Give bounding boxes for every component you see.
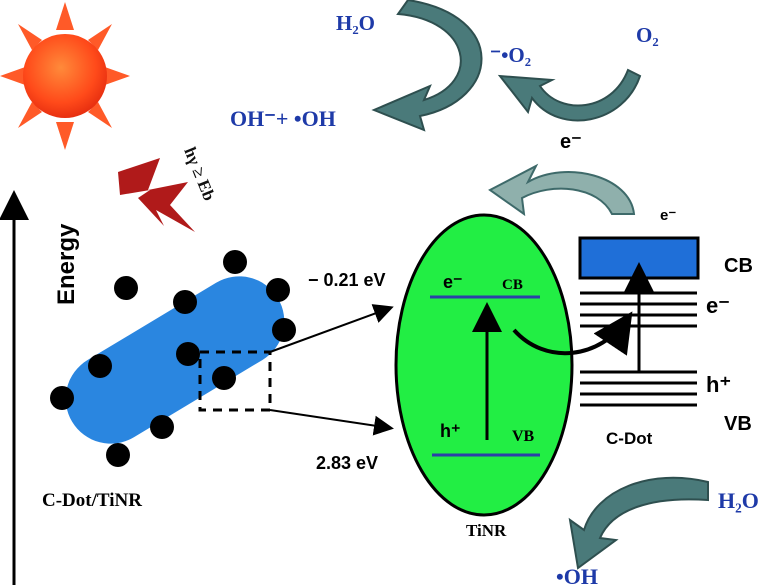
cdot-name-label: C-Dot	[606, 429, 653, 448]
lightning-icon	[118, 158, 195, 232]
h2o-bottom-label: H₂O	[718, 488, 759, 513]
o2-top-label: O₂	[636, 23, 659, 47]
h2o-top-label: H₂O	[336, 11, 375, 35]
cdot-cb-label: CB	[724, 255, 753, 277]
cdot-hole-label: h⁺	[706, 372, 731, 397]
tinr-hole-label: h⁺	[440, 421, 461, 441]
cdot-band-structure	[578, 236, 700, 407]
tinr-cb-label: CB	[502, 277, 523, 293]
composite-label: C-Dot/TiNR	[42, 490, 142, 511]
hydroxyl-bottom-label: •OH	[556, 564, 598, 588]
tinr-ellipse	[394, 213, 574, 517]
zoom-arrow-upper	[269, 304, 394, 353]
energy-axis-label: Energy	[53, 223, 80, 305]
electron-release-label: e⁻	[560, 131, 582, 153]
cdot-vb-label: VB	[724, 413, 752, 435]
superoxide-label: ⁻•O₂	[490, 43, 531, 67]
nanorod	[50, 250, 296, 467]
tinr-electron-label: e⁻	[443, 272, 463, 292]
zoom-arrow-lower	[269, 409, 394, 436]
hydroxyl-products-label: OH⁻+ •OH	[230, 106, 336, 131]
photon-energy-label: hγ ≥ Eb	[180, 144, 219, 203]
tinr-name-label: TiNR	[466, 521, 507, 540]
cdot-cb-electron-label: e⁻	[660, 207, 676, 224]
vb-potential-label: 2.83 eV	[316, 453, 378, 473]
cdot-electron-label: e⁻	[706, 293, 730, 318]
water-to-hydroxyl-arrow	[568, 476, 709, 570]
cb-potential-label: − 0.21 eV	[308, 270, 386, 290]
electron-release-arrow	[488, 163, 636, 217]
electron-transfer-arrow	[512, 311, 633, 356]
oxygen-reduction-arrow	[497, 68, 642, 122]
zoom-region	[198, 350, 272, 412]
water-oxidation-arrow	[371, 0, 483, 132]
tinr-vb-label: VB	[512, 428, 535, 445]
sun-icon	[0, 2, 130, 150]
